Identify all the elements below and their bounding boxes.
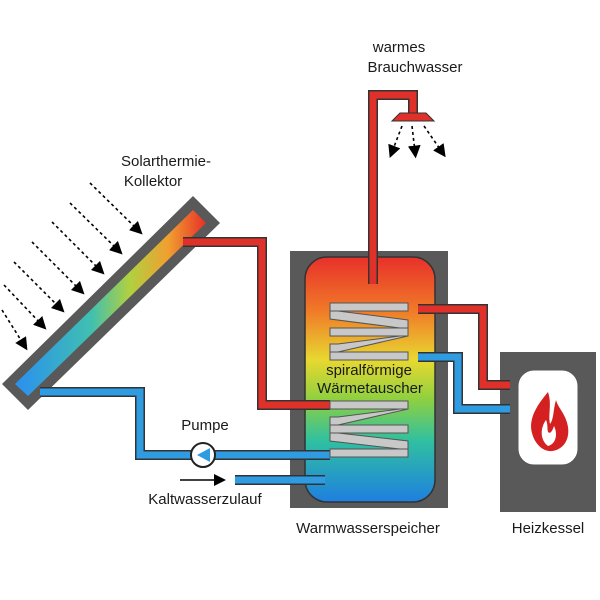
boiler-label: Heizkessel [512, 520, 585, 537]
pump-icon [190, 442, 216, 468]
boiler-hot-pipe [418, 304, 510, 390]
heating-boiler [500, 352, 596, 512]
flame-icon [531, 392, 569, 452]
heat-exchanger-label-line1: spiralförmige [326, 362, 412, 379]
warm-water-label-line2: Brauchwasser [367, 59, 462, 76]
solar-hot-pipe [183, 237, 330, 410]
shower-spray [388, 125, 446, 159]
collector-label-line2: Kollektor [124, 173, 182, 190]
storage-tank-label: Warmwasserspeicher [296, 520, 440, 537]
shower-head-icon [390, 112, 436, 122]
pump-label: Pumpe [181, 417, 229, 434]
solar-cold-pipe [40, 387, 330, 460]
boiler-return-pipe [418, 352, 510, 414]
hot-water-pipe [368, 90, 436, 284]
warm-water-label-line1: warmes [372, 39, 426, 56]
cold-water-inlet-label: Kaltwasserzulauf [148, 491, 262, 508]
heat-exchanger-upper [329, 302, 409, 361]
sun-rays [1, 182, 143, 351]
heat-exchanger-label-line2: Wärmetauscher [317, 380, 423, 397]
collector-label-line1: Solarthermie- [121, 153, 211, 170]
heat-exchanger-lower [329, 400, 409, 458]
solar-collector [2, 196, 220, 410]
